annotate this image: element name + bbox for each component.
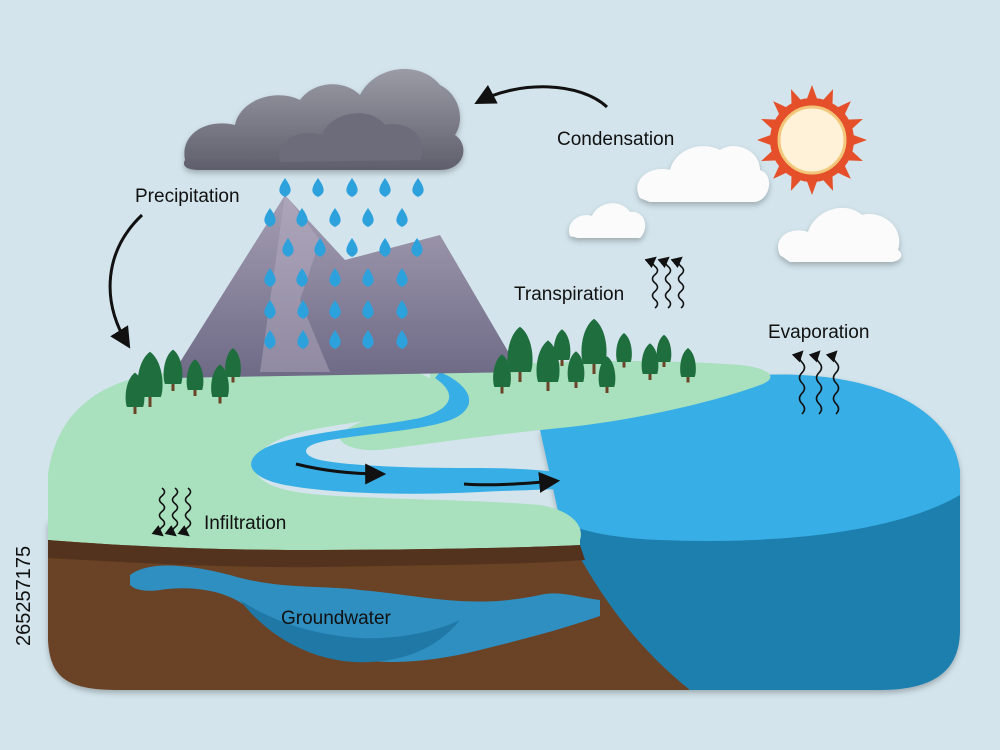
river-flow-arrow	[463, 471, 561, 493]
raindrop-icon	[396, 330, 408, 349]
raindrop-icon	[396, 208, 408, 227]
raindrop-icon	[346, 238, 358, 257]
raindrop-icon	[396, 268, 408, 287]
raindrop-icon	[279, 178, 291, 197]
wavy-arrows-icon	[791, 350, 840, 415]
raindrop-icon	[411, 238, 423, 257]
river-flow-arrow	[295, 462, 387, 485]
tree-icon	[186, 359, 204, 396]
mountain-back	[170, 195, 520, 378]
curved-arrow-icon	[108, 213, 144, 349]
tree-icon	[137, 351, 163, 407]
raindrop-icon	[296, 208, 308, 227]
sea-surface	[540, 374, 960, 541]
tree-icon	[163, 349, 183, 391]
raindrop-icon	[297, 300, 309, 319]
raindrop-icon	[329, 268, 341, 287]
raindrop-icon	[329, 330, 341, 349]
tree-icon	[680, 348, 696, 383]
tree-icon	[507, 326, 533, 382]
raindrop-icon	[264, 300, 276, 319]
tree-icon	[493, 354, 511, 394]
tree-icon	[225, 348, 241, 383]
white-cloud-icon	[569, 146, 902, 262]
raindrop-icon	[264, 268, 276, 287]
label-evaporation: Evaporation	[768, 322, 869, 343]
label-groundwater: Groundwater	[281, 608, 392, 629]
forest	[125, 318, 696, 414]
raindrop-icon	[264, 208, 276, 227]
label-transpiration: Transpiration	[514, 284, 624, 305]
curved-arrow-icon	[474, 84, 609, 109]
raindrop-icon	[329, 208, 341, 227]
raindrop-icon	[312, 178, 324, 197]
groundwater-pool	[240, 600, 460, 663]
soil-edge	[48, 540, 585, 568]
tree-icon	[567, 351, 585, 388]
raindrop-icon	[362, 268, 374, 287]
raindrop-icon	[296, 268, 308, 287]
label-precipitation: Precipitation	[135, 186, 240, 207]
raindrop-icon	[379, 178, 391, 197]
grassland	[48, 366, 581, 550]
tree-icon	[641, 343, 659, 380]
groundwater-channel	[130, 565, 600, 662]
tree-icon	[581, 318, 607, 374]
tree-icon	[553, 329, 571, 366]
raindrop-icon	[362, 330, 374, 349]
rain	[264, 178, 424, 349]
stock-id: 265257175	[13, 546, 35, 646]
label-infiltration: Infiltration	[204, 513, 286, 534]
raindrop-icon	[329, 300, 341, 319]
river	[251, 372, 580, 494]
raindrop-icon	[264, 330, 276, 349]
label-condensation: Condensation	[557, 129, 674, 150]
wavy-arrows-icon	[644, 256, 685, 309]
sun-icon	[757, 85, 867, 195]
mountains	[170, 195, 520, 378]
raindrop-icon	[346, 178, 358, 197]
tree-icon	[211, 364, 229, 404]
raindrop-icon	[379, 238, 391, 257]
raindrop-icon	[362, 208, 374, 227]
wavy-arrows-icon	[151, 487, 192, 537]
tree-icon	[616, 333, 632, 368]
rain-cloud-icon	[183, 68, 464, 170]
raindrop-icon	[314, 238, 326, 257]
tree-icon	[656, 334, 672, 367]
raindrop-icon	[282, 238, 294, 257]
raindrop-icon	[412, 178, 424, 197]
raindrop-icon	[362, 300, 374, 319]
raindrop-icon	[297, 330, 309, 349]
raindrop-icon	[396, 300, 408, 319]
tree-icon	[598, 356, 616, 393]
